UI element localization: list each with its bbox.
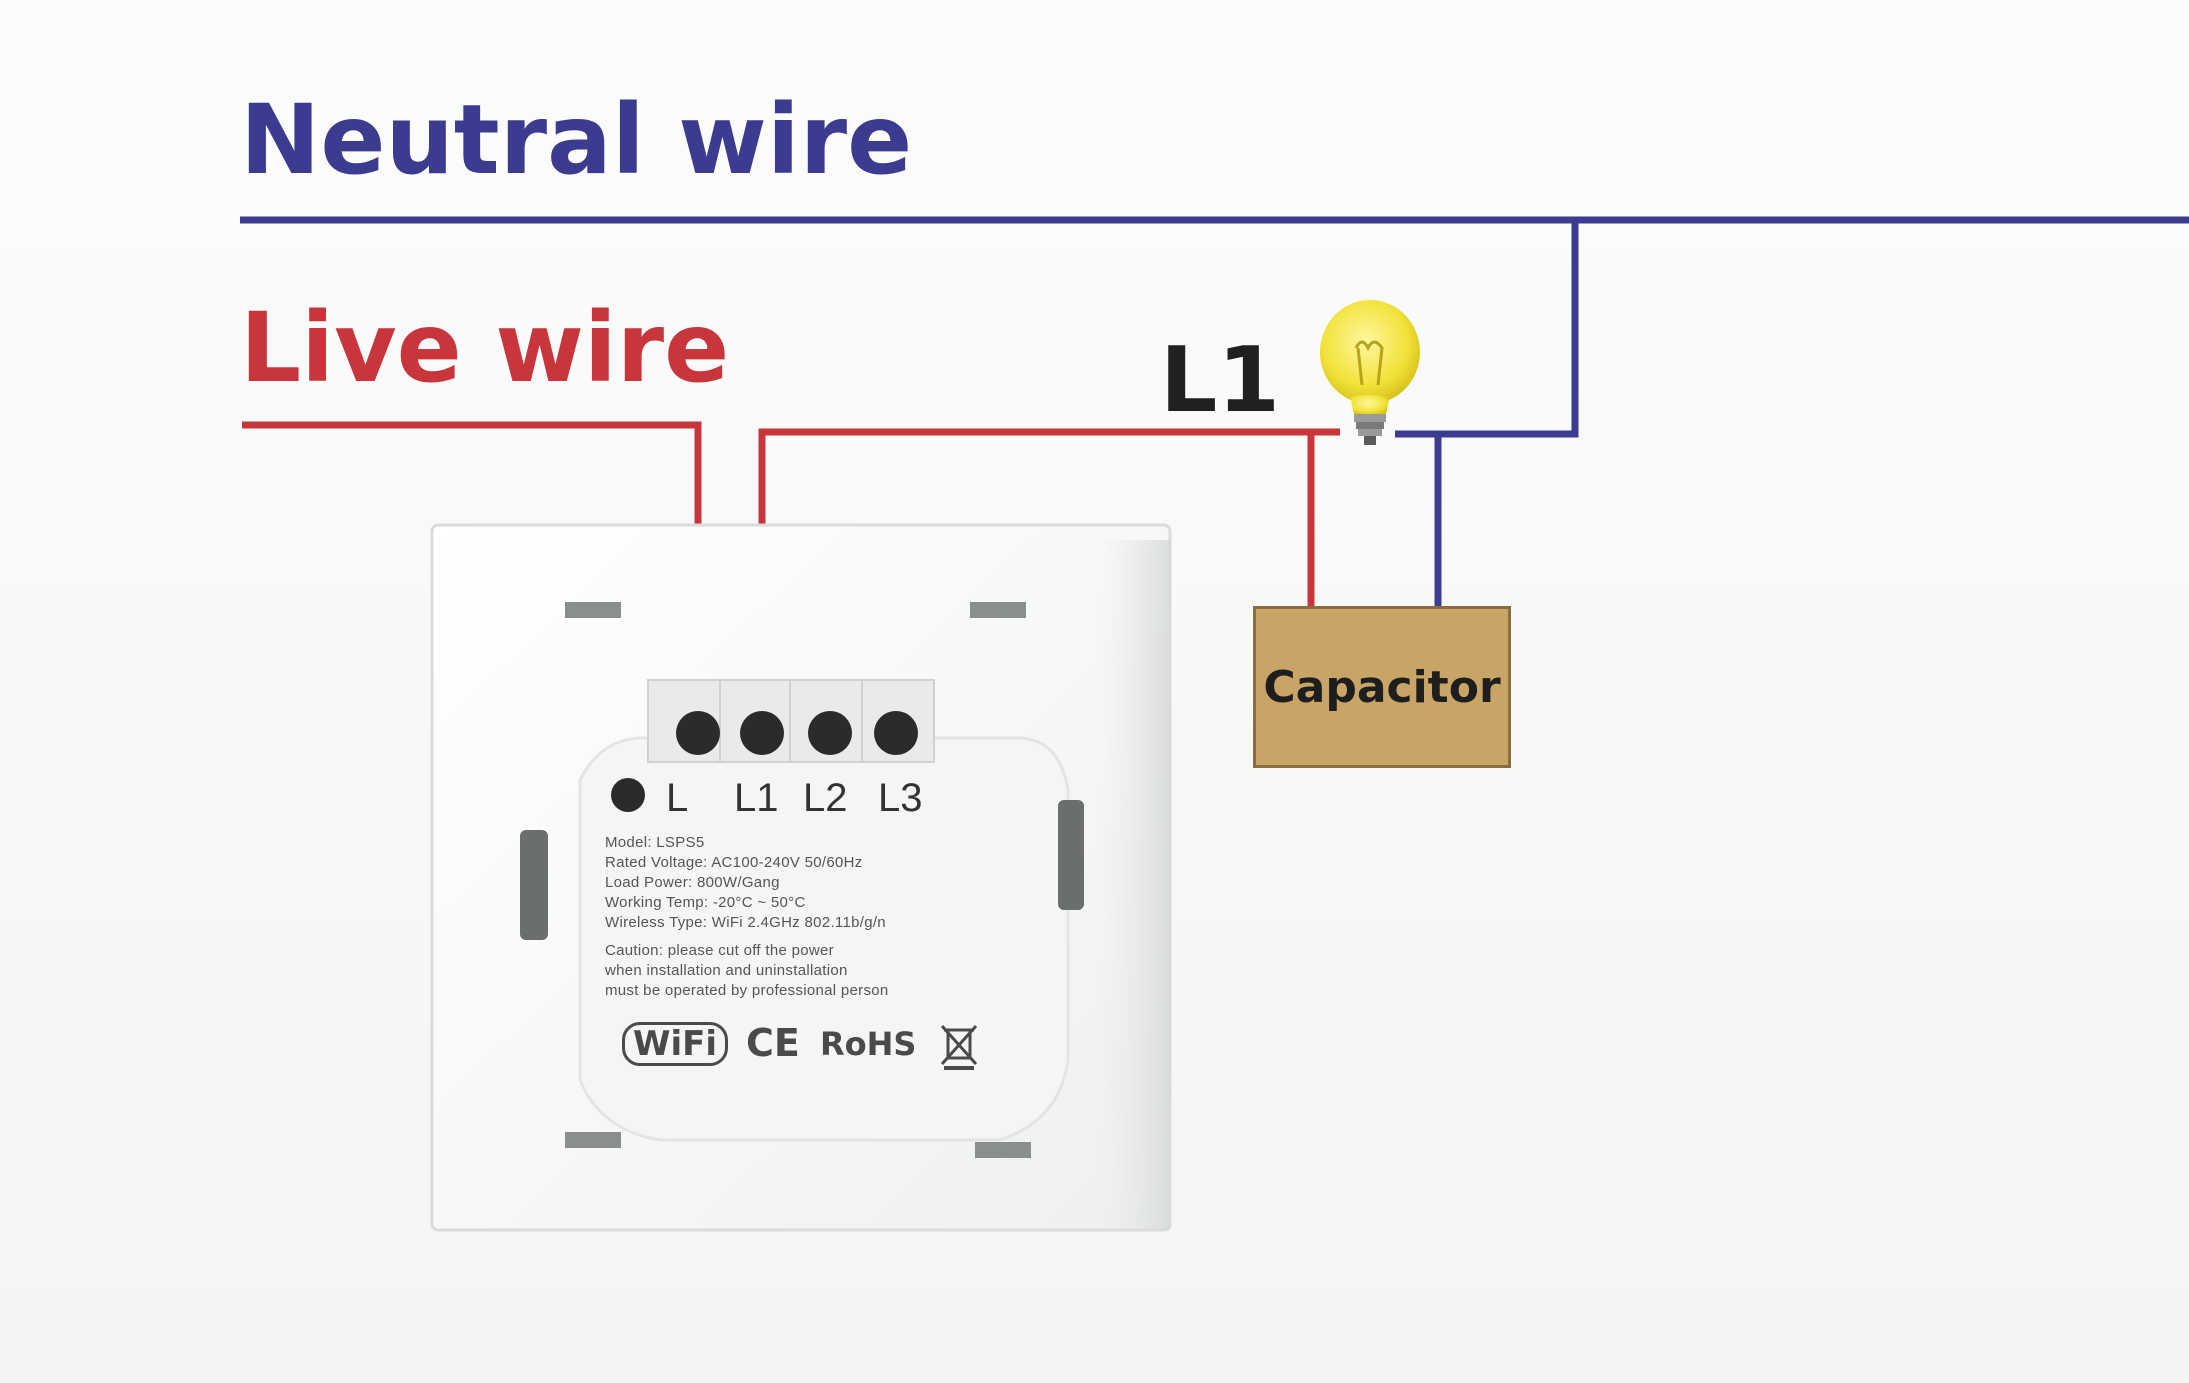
ce-mark: CE (746, 1021, 800, 1065)
terminal-label-l2: L2 (803, 776, 848, 820)
light-bulb-icon (1320, 300, 1420, 445)
terminal-screw-l3 (874, 711, 918, 755)
wifi-logo: WiFi (622, 1022, 729, 1066)
switch-back-plate (430, 523, 1172, 1232)
terminal-label-l: L (666, 776, 689, 820)
capacitor-box: Capacitor (1253, 606, 1511, 768)
side-clip (1058, 800, 1084, 910)
indicator-dot (611, 778, 645, 812)
spec-line: must be operated by professional person (605, 982, 889, 999)
mount-slot (565, 1132, 621, 1148)
live-wire-label: Live wire (240, 292, 730, 404)
spec-line: Rated Voltage: AC100-240V 50/60Hz (605, 854, 863, 871)
rohs-mark: RoHS (820, 1025, 917, 1063)
mount-slot (975, 1142, 1031, 1158)
neutral-wire-drop (1395, 220, 1579, 438)
weee-bin-icon (940, 1024, 978, 1070)
side-clip (520, 830, 548, 940)
terminal-label-l1: L1 (734, 776, 779, 820)
mount-slot (970, 602, 1026, 618)
terminal-screw-l (676, 711, 720, 755)
terminal-screw-l2 (808, 711, 852, 755)
spec-line: Working Temp: -20°C ~ 50°C (605, 894, 806, 911)
spec-line: Model: LSPS5 (605, 834, 705, 851)
spec-line: Load Power: 800W/Gang (605, 874, 780, 891)
spec-line: Wireless Type: WiFi 2.4GHz 802.11b/g/n (605, 914, 886, 931)
mount-slot (565, 602, 621, 618)
spec-line: when installation and uninstallation (605, 962, 848, 979)
spec-line: Caution: please cut off the power (605, 942, 834, 959)
l1-label: L1 (1160, 328, 1280, 433)
capacitor-label: Capacitor (1263, 661, 1501, 713)
neutral-wire-label: Neutral wire (240, 84, 913, 196)
terminal-label-l3: L3 (878, 776, 923, 820)
terminal-screw-l1 (740, 711, 784, 755)
